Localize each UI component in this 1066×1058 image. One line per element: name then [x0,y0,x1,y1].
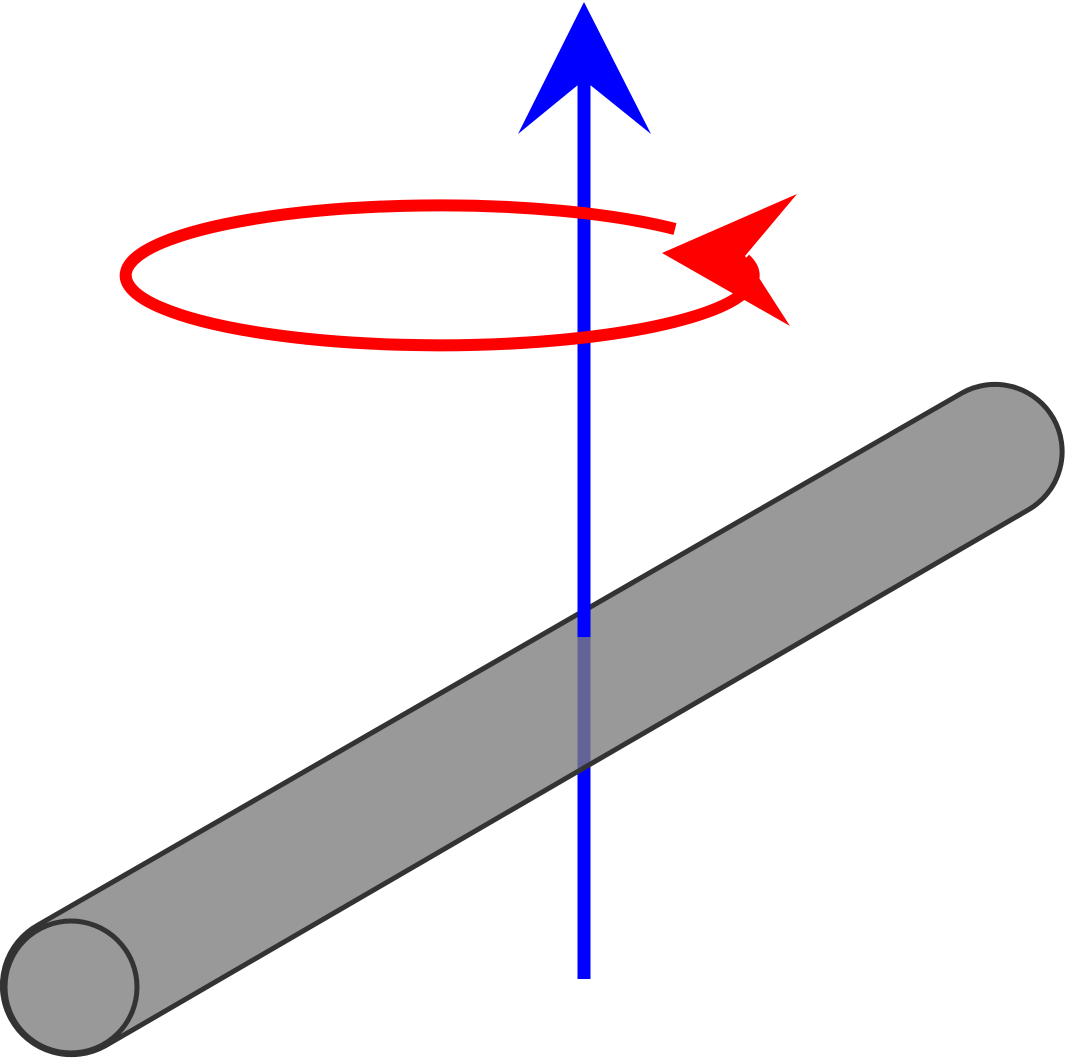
cylinder-rod [0,381,1065,1058]
axis-arrowhead-icon [518,2,651,134]
rotation-ring [119,199,760,352]
rotation-arrowhead-icon [662,194,797,326]
cylinder-body [0,381,1065,1058]
cylinder-end-cap [2,918,140,1056]
